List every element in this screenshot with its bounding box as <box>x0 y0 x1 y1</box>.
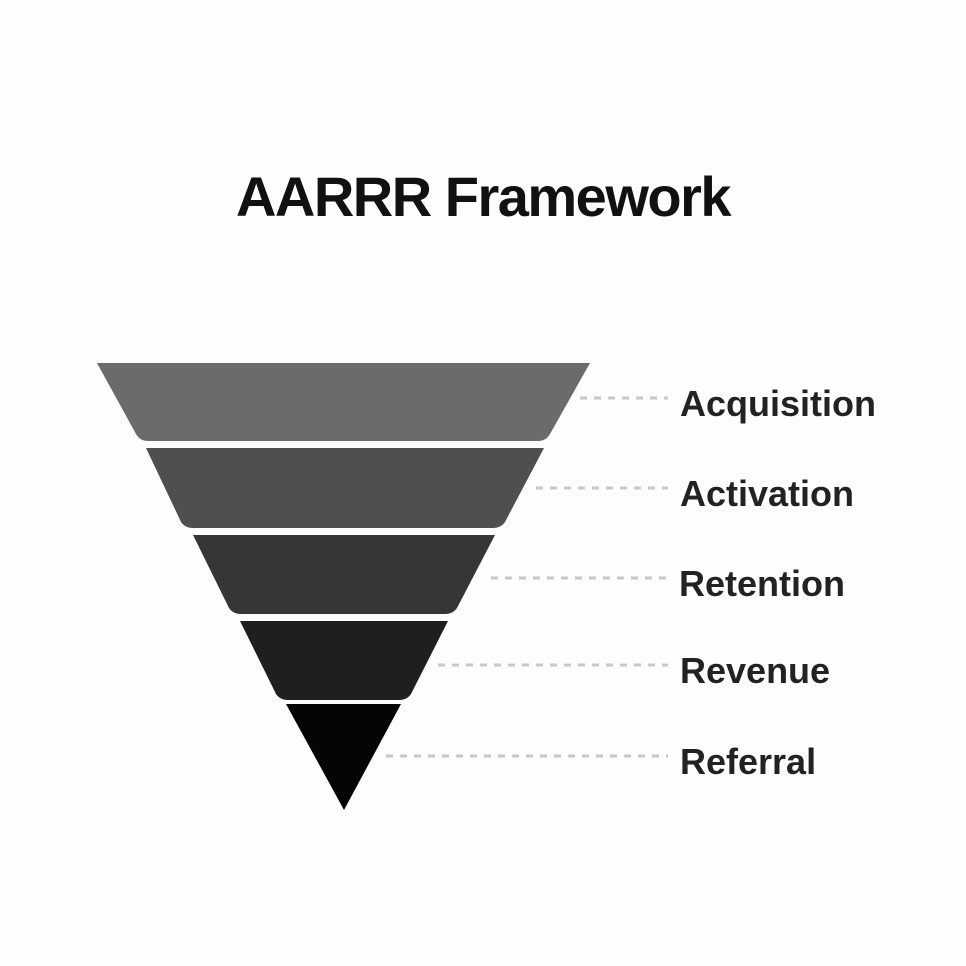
funnel-stage-activation: Activation <box>146 448 854 528</box>
funnel-band-referral <box>286 704 401 810</box>
stage-label-activation: Activation <box>680 473 854 514</box>
funnel-stage-revenue: Revenue <box>240 621 830 700</box>
funnel-stage-acquisition: Acquisition <box>97 363 876 441</box>
funnel-band-acquisition <box>97 363 590 441</box>
stage-label-referral: Referral <box>680 741 816 782</box>
funnel-band-revenue <box>240 621 448 700</box>
funnel-band-activation <box>146 448 544 528</box>
funnel-band-retention <box>193 535 495 614</box>
funnel-stage-referral: Referral <box>286 704 816 810</box>
stage-label-acquisition: Acquisition <box>680 383 876 424</box>
stage-label-retention: Retention <box>679 563 845 604</box>
diagram-title: AARRR Framework <box>235 165 732 228</box>
stage-label-revenue: Revenue <box>680 650 830 691</box>
funnel-stage-retention: Retention <box>193 535 845 614</box>
